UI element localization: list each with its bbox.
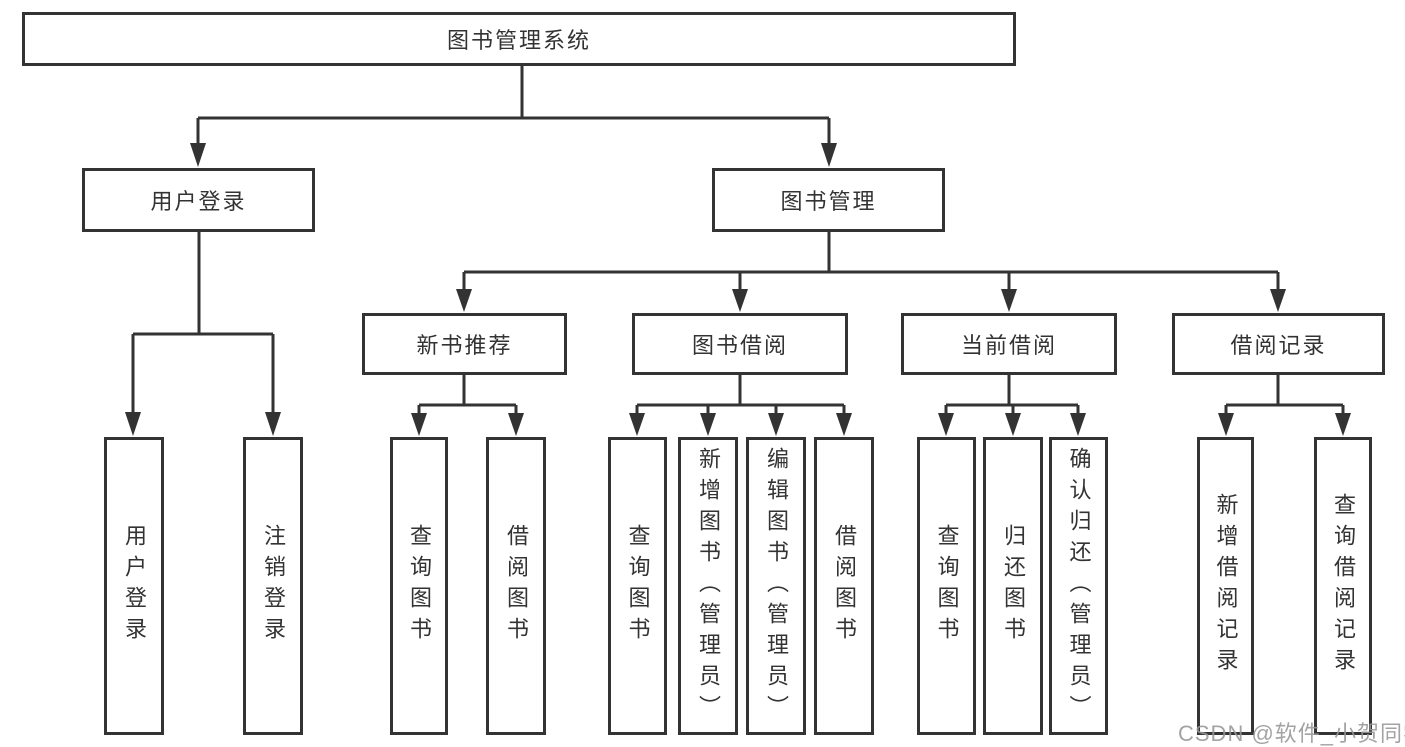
arrow-down-icon	[700, 413, 716, 436]
watermark-text: CSDN @软件_小贺同学	[1178, 721, 1405, 746]
node-user-login: 用户登录	[82, 168, 315, 232]
connector-book-borrow	[629, 373, 852, 436]
node-book-management-label: 图书管理	[780, 189, 877, 214]
node-new-book-recommend-label: 新书推荐	[416, 333, 513, 358]
leaf-borrow-records-add: 新增借阅记录	[1197, 437, 1254, 735]
arrow-down-icon	[1005, 413, 1021, 436]
connector-book-mgmt	[456, 230, 1286, 312]
arrow-down-icon	[836, 413, 852, 436]
leaf-user-login: 用户登录	[104, 437, 164, 735]
node-book-management: 图书管理	[712, 168, 945, 232]
arrow-down-icon	[768, 413, 784, 436]
leaf-current-borrow-confirm-admin: 确认归还（管理员）	[1049, 437, 1108, 735]
arrow-down-icon	[1218, 413, 1234, 436]
node-borrow-records-label: 借阅记录	[1230, 333, 1327, 358]
leaf-current-borrow-confirm-admin-label: 确认归还（管理员）	[1066, 446, 1092, 726]
node-borrow-records: 借阅记录	[1172, 313, 1385, 375]
arrow-down-icon	[938, 413, 954, 436]
node-root-label: 图书管理系统	[446, 28, 591, 53]
leaf-current-borrow-return: 归还图书	[983, 437, 1043, 735]
leaf-current-borrow-query-label: 查询图书	[934, 524, 960, 648]
arrow-down-icon	[1335, 413, 1351, 436]
arrow-down-icon	[190, 143, 206, 167]
leaf-new-books-borrow-label: 借阅图书	[504, 524, 529, 648]
node-book-borrow: 图书借阅	[632, 313, 848, 375]
leaf-borrow-records-query: 查询借阅记录	[1314, 437, 1372, 735]
connector-user-login	[125, 230, 281, 436]
leaf-book-borrow-add-admin-label: 新增图书（管理员）	[696, 446, 721, 726]
arrow-down-icon	[508, 413, 524, 436]
arrow-down-icon	[411, 413, 427, 436]
arrow-down-icon	[125, 412, 141, 436]
node-current-borrow-label: 当前借阅	[960, 333, 1057, 358]
node-book-borrow-label: 图书借阅	[691, 333, 788, 358]
leaf-new-books-borrow: 借阅图书	[486, 437, 546, 735]
leaf-book-borrow-query-label: 查询图书	[625, 524, 651, 648]
leaf-book-borrow-query: 查询图书	[608, 437, 667, 735]
watermark: CSDN @软件_小贺同学	[1178, 716, 1405, 747]
arrow-down-icon	[1001, 289, 1017, 312]
leaf-user-login-label: 用户登录	[122, 524, 147, 648]
connector-borrow-records	[1218, 373, 1351, 436]
connector-new-books	[411, 373, 524, 436]
arrow-down-icon	[1270, 289, 1286, 312]
connector-root	[190, 64, 837, 167]
leaf-book-borrow-borrow-label: 借阅图书	[832, 524, 857, 648]
leaf-book-borrow-edit-admin: 编辑图书（管理员）	[746, 437, 806, 735]
leaf-new-books-query: 查询图书	[390, 437, 448, 735]
node-current-borrow: 当前借阅	[901, 313, 1117, 375]
node-new-book-recommend: 新书推荐	[362, 313, 567, 375]
arrow-down-icon	[1070, 413, 1086, 436]
leaf-logout: 注销登录	[243, 437, 303, 735]
leaf-book-borrow-borrow: 借阅图书	[814, 437, 874, 735]
node-user-login-label: 用户登录	[150, 189, 247, 214]
leaf-book-borrow-add-admin: 新增图书（管理员）	[678, 437, 738, 735]
leaf-borrow-records-query-label: 查询借阅记录	[1331, 493, 1356, 679]
arrow-down-icon	[265, 412, 281, 436]
connector-current-borrow	[938, 373, 1086, 436]
arrow-down-icon	[732, 289, 748, 312]
leaf-logout-label: 注销登录	[261, 524, 286, 648]
leaf-new-books-query-label: 查询图书	[407, 524, 432, 648]
leaf-current-borrow-query: 查询图书	[917, 437, 976, 735]
leaf-current-borrow-return-label: 归还图书	[1001, 524, 1026, 648]
arrow-down-icon	[821, 143, 837, 167]
arrow-down-icon	[456, 289, 472, 312]
leaf-book-borrow-edit-admin-label: 编辑图书（管理员）	[764, 446, 789, 726]
arrow-down-icon	[629, 413, 645, 436]
node-root: 图书管理系统	[22, 12, 1016, 66]
leaf-borrow-records-add-label: 新增借阅记录	[1213, 493, 1239, 679]
